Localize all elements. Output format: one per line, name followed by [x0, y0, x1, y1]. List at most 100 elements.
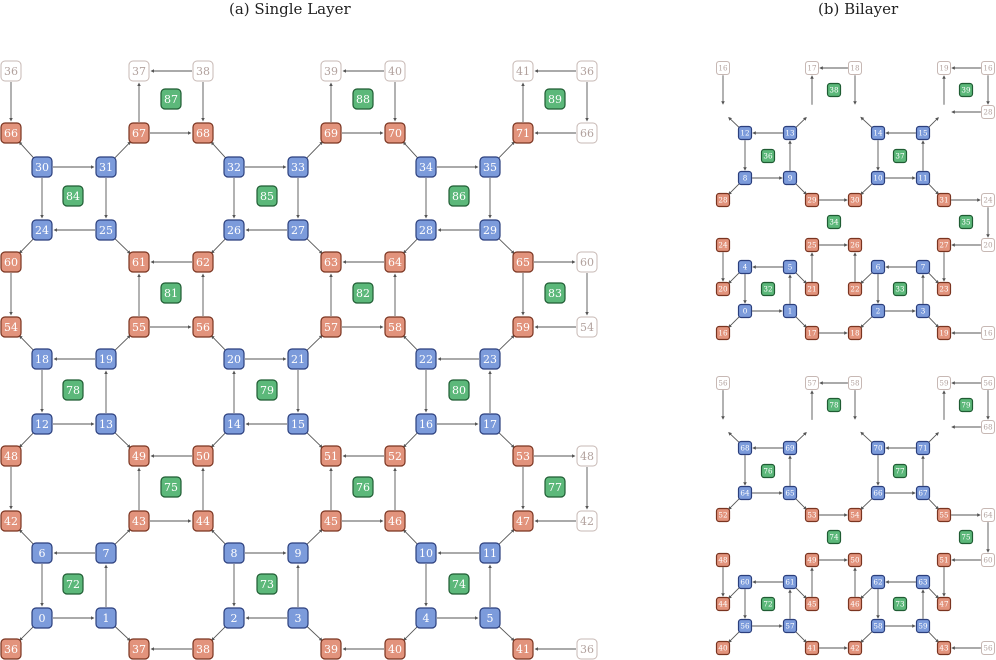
node-label: 72	[66, 578, 80, 591]
red-node: 31	[936, 192, 952, 208]
node-label: 29	[483, 224, 497, 237]
green-node: 75	[160, 476, 182, 498]
node-label: 55	[939, 511, 949, 520]
blue-node: 56	[737, 618, 753, 634]
node-label: 23	[939, 285, 949, 294]
ghost-node: 56	[981, 376, 995, 390]
red-node: 20	[715, 281, 731, 297]
node-label: 36	[4, 643, 18, 656]
blue-node: 63	[915, 574, 931, 590]
red-node: 68	[192, 122, 214, 144]
node-label: 44	[196, 515, 210, 528]
blue-node: 9	[287, 542, 309, 564]
node-label: 50	[196, 450, 210, 463]
red-node: 51	[936, 552, 952, 568]
node-label: 41	[516, 65, 530, 78]
node-label: 16	[718, 329, 728, 338]
coupling-arrow	[210, 431, 227, 448]
node-label: 48	[718, 556, 728, 565]
node-label: 42	[850, 644, 859, 653]
red-node: 50	[192, 445, 214, 467]
node-label: 41	[807, 644, 816, 653]
blue-node: 69	[782, 440, 798, 456]
node-label: 61	[785, 578, 794, 587]
node-label: 84	[66, 190, 80, 203]
blue-node: 19	[95, 348, 117, 370]
blue-node: 26	[223, 219, 245, 241]
node-label: 32	[763, 285, 772, 294]
edge-layer	[9, 66, 990, 651]
ghost-node: 38	[192, 60, 214, 82]
node-label: 54	[4, 321, 18, 334]
blue-node: 13	[95, 413, 117, 435]
coupling-arrow	[728, 586, 741, 599]
red-node: 27	[936, 237, 952, 253]
node-label: 7	[921, 263, 926, 272]
node-label: 88	[356, 93, 370, 106]
node-label: 50	[850, 556, 860, 565]
node-label: 42	[580, 515, 594, 528]
node-label: 81	[164, 287, 178, 300]
red-node: 25	[804, 237, 820, 253]
blue-node: 29	[479, 219, 501, 241]
green-node: 85	[256, 185, 278, 207]
red-node: 48	[0, 445, 22, 467]
coupling-arrow	[305, 141, 324, 160]
node-label: 57	[785, 622, 795, 631]
node-label: 83	[548, 287, 562, 300]
red-node: 46	[384, 510, 406, 532]
node-label: 43	[939, 644, 949, 653]
ghost-node: 66	[576, 122, 598, 144]
green-node: 73	[256, 573, 278, 595]
red-node: 55	[936, 507, 952, 523]
ghost-node: 37	[128, 60, 150, 82]
node-label: 14	[873, 129, 883, 138]
node-label: 57	[807, 379, 817, 388]
red-node: 46	[847, 596, 863, 612]
node-label: 0	[39, 612, 46, 625]
node-label: 33	[895, 285, 905, 294]
node-label: 29	[807, 196, 817, 205]
coupling-arrow	[113, 334, 131, 352]
node-label: 19	[939, 329, 949, 338]
node-label: 67	[132, 127, 146, 140]
coupling-arrow	[18, 529, 35, 546]
node-label: 62	[873, 578, 882, 587]
red-node: 21	[804, 281, 820, 297]
ghost-node: 60	[576, 251, 598, 273]
node-label: 5	[487, 612, 494, 625]
blue-node: 7	[915, 259, 931, 275]
blue-node: 14	[870, 125, 886, 141]
node-label: 34	[829, 218, 839, 227]
panel-b-title: (b) Bilayer	[818, 0, 899, 18]
ghost-node: 60	[981, 553, 995, 567]
blue-node: 71	[915, 440, 931, 456]
node-label: 19	[99, 353, 113, 366]
node-label: 1	[788, 307, 793, 316]
node-label: 38	[829, 86, 839, 95]
ghost-node: 39	[320, 60, 342, 82]
red-node: 53	[804, 507, 820, 523]
red-node: 43	[128, 510, 150, 532]
green-node: 78	[62, 379, 84, 401]
node-label: 64	[983, 511, 993, 520]
node-label: 3	[295, 612, 302, 625]
node-label: 77	[895, 467, 905, 476]
node-label: 53	[516, 450, 530, 463]
coupling-arrow	[794, 116, 807, 129]
blue-node: 2	[223, 607, 245, 629]
blue-node: 62	[870, 574, 886, 590]
coupling-arrow	[210, 237, 227, 254]
red-node: 42	[0, 510, 22, 532]
blue-node: 6	[870, 259, 886, 275]
coupling-arrow	[927, 271, 940, 284]
node-label: 20	[227, 353, 241, 366]
red-node: 36	[0, 638, 22, 660]
coupling-arrow	[497, 625, 515, 642]
node-label: 28	[983, 108, 993, 117]
coupling-arrow	[305, 237, 323, 255]
coupling-arrow	[210, 335, 227, 352]
coupling-arrow	[728, 271, 741, 284]
node-label: 48	[4, 450, 18, 463]
node-label: 18	[850, 329, 860, 338]
